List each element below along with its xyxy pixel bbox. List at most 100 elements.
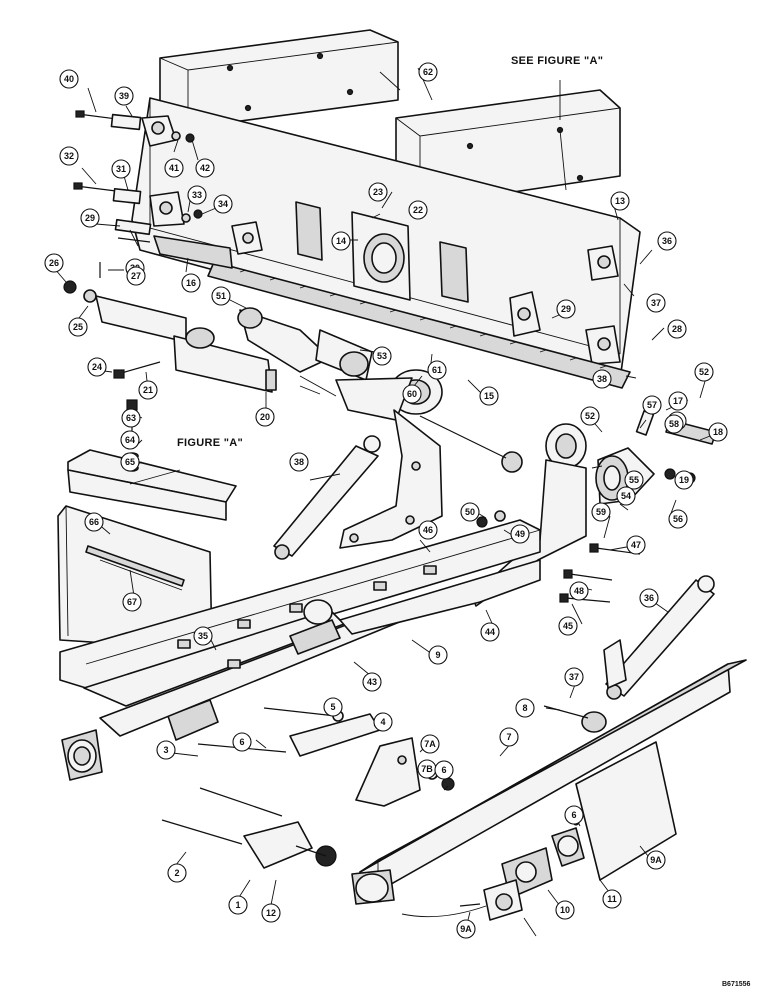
callout-number: 57	[647, 400, 657, 410]
callout-34: 34	[213, 194, 233, 214]
callout-61: 61	[427, 360, 447, 380]
callout-5: 5	[323, 697, 343, 717]
callout-38b: 38	[592, 369, 612, 389]
callout-54: 54	[616, 486, 636, 506]
callout-number: 14	[336, 236, 346, 246]
callout-number: 33	[192, 190, 202, 200]
callout-32: 32	[59, 146, 79, 166]
callout-47: 47	[626, 535, 646, 555]
callout-38: 38	[289, 452, 309, 472]
callout-53: 53	[372, 346, 392, 366]
callout-29: 29	[80, 208, 100, 228]
callout-36b: 36	[639, 588, 659, 608]
callout-bubble	[564, 805, 584, 825]
callout-number: 11	[607, 894, 617, 904]
callout-22: 22	[408, 200, 428, 220]
callout-39: 39	[114, 86, 134, 106]
callout-bubble	[122, 592, 142, 612]
callout-3: 3	[156, 740, 176, 760]
left-hydraulic-cylinder	[273, 435, 381, 560]
callout-28: 28	[667, 319, 687, 339]
callout-10: 10	[555, 900, 575, 920]
callout-bubble	[362, 672, 382, 692]
callouts: 4039414262323133342930162627252421202322…	[44, 62, 728, 939]
callout-number: 7A	[424, 739, 436, 749]
callout-bubble	[515, 698, 535, 718]
callout-number: 58	[669, 419, 679, 429]
callout-bubble	[418, 520, 438, 540]
callout-number: 47	[631, 540, 641, 550]
boom-frame	[59, 519, 747, 905]
callout-number: 36	[662, 236, 672, 246]
callout-bubble	[121, 408, 141, 428]
callout-number: 22	[413, 205, 423, 215]
callout-49: 49	[510, 524, 530, 544]
callout-6c: 6	[564, 805, 584, 825]
callout-number: 9	[435, 650, 440, 660]
callout-number: 36	[644, 593, 654, 603]
callout-number: 51	[216, 291, 226, 301]
callout-11: 11	[602, 889, 622, 909]
callout-number: 48	[574, 586, 584, 596]
callout-bubble	[434, 760, 454, 780]
callout-4: 4	[373, 712, 393, 732]
callout-bubble	[556, 299, 576, 319]
callout-7A: 7A	[420, 734, 440, 754]
callout-number: 25	[73, 322, 83, 332]
callout-bubble	[126, 266, 146, 286]
callout-bubble	[167, 863, 187, 883]
callout-bubble	[138, 380, 158, 400]
callout-19: 19	[674, 470, 694, 490]
callout-number: 63	[126, 413, 136, 423]
callout-6b: 6	[232, 732, 252, 752]
callout-bubble	[228, 895, 248, 915]
callout-number: 10	[560, 905, 570, 915]
see-figure-a-label: SEE FIGURE "A"	[511, 55, 603, 67]
callout-21: 21	[138, 380, 158, 400]
callout-43: 43	[362, 672, 382, 692]
callout-25: 25	[68, 317, 88, 337]
callout-40: 40	[59, 69, 79, 89]
callout-51: 51	[211, 286, 231, 306]
callout-number: 62	[423, 67, 433, 77]
callout-number: 40	[64, 74, 74, 84]
callout-bubble	[114, 86, 134, 106]
callout-number: 52	[585, 411, 595, 421]
callout-bubble	[591, 502, 611, 522]
callout-bubble	[480, 622, 500, 642]
callout-number: 52	[699, 367, 709, 377]
callout-bubble	[59, 69, 79, 89]
callout-bubble	[187, 185, 207, 205]
callout-58: 58	[664, 414, 684, 434]
callout-number: 12	[266, 908, 276, 918]
callout-bubble	[289, 452, 309, 472]
callout-bubble	[479, 386, 499, 406]
figure-a-label: FIGURE "A"	[177, 437, 243, 449]
callout-bubble	[193, 626, 213, 646]
callout-6: 6	[434, 760, 454, 780]
callout-33: 33	[187, 185, 207, 205]
callout-bubble	[111, 159, 131, 179]
callout-number: 39	[119, 91, 129, 101]
callout-number: 59	[596, 507, 606, 517]
callout-number: 17	[673, 396, 683, 406]
callout-bubble	[211, 286, 231, 306]
callout-bubble	[120, 430, 140, 450]
callout-bubble	[616, 486, 636, 506]
callout-bubble	[558, 616, 578, 636]
callout-number: 53	[377, 351, 387, 361]
callout-bubble	[610, 191, 630, 211]
callout-number: 29	[561, 304, 571, 314]
callout-45: 45	[558, 616, 578, 636]
callout-number: 35	[198, 631, 208, 641]
callout-44: 44	[480, 622, 500, 642]
callout-number: 56	[673, 514, 683, 524]
callout-number: 27	[131, 271, 141, 281]
callout-20: 20	[255, 407, 275, 427]
callout-number: 24	[92, 362, 102, 372]
callout-number: 2	[174, 868, 179, 878]
callout-66: 66	[84, 512, 104, 532]
callout-number: 61	[432, 365, 442, 375]
callout-bubble	[674, 470, 694, 490]
callout-bubble	[323, 697, 343, 717]
